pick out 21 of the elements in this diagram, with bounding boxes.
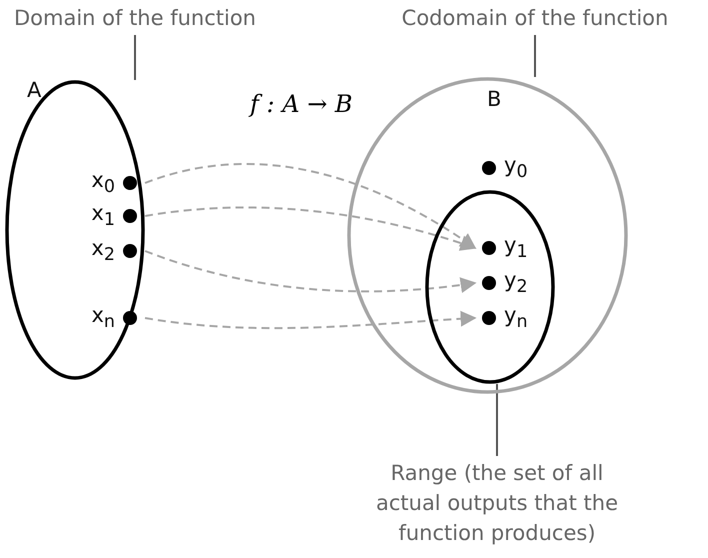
arrow [144,206,477,252]
function-notation: f : A → B [250,90,353,118]
point-label: y$_{2}$ [504,268,528,300]
set-label: A [27,78,42,102]
leader-line [134,35,136,80]
leader-line [496,384,498,456]
annotation-text: Codomain of the function [370,3,700,33]
point-label: y$_{0}$ [504,153,528,184]
arrow [144,310,477,330]
point-label: x$_{0}$ [91,168,115,200]
arrow [144,163,476,249]
annotation-text: Domain of the function [10,3,260,33]
point-label: x$_{n}$ [91,303,115,334]
point-label: x$_{1}$ [91,201,115,232]
point-label: y$_{n}$ [504,303,528,334]
leader-line [534,35,536,77]
point-label: x$_{2}$ [91,236,115,268]
point-label: y$_{1}$ [504,233,528,264]
annotation-text: Range (the set of all actual outputs that the function produces) [367,458,627,553]
set-label: B [487,87,502,111]
arrow [144,250,477,293]
